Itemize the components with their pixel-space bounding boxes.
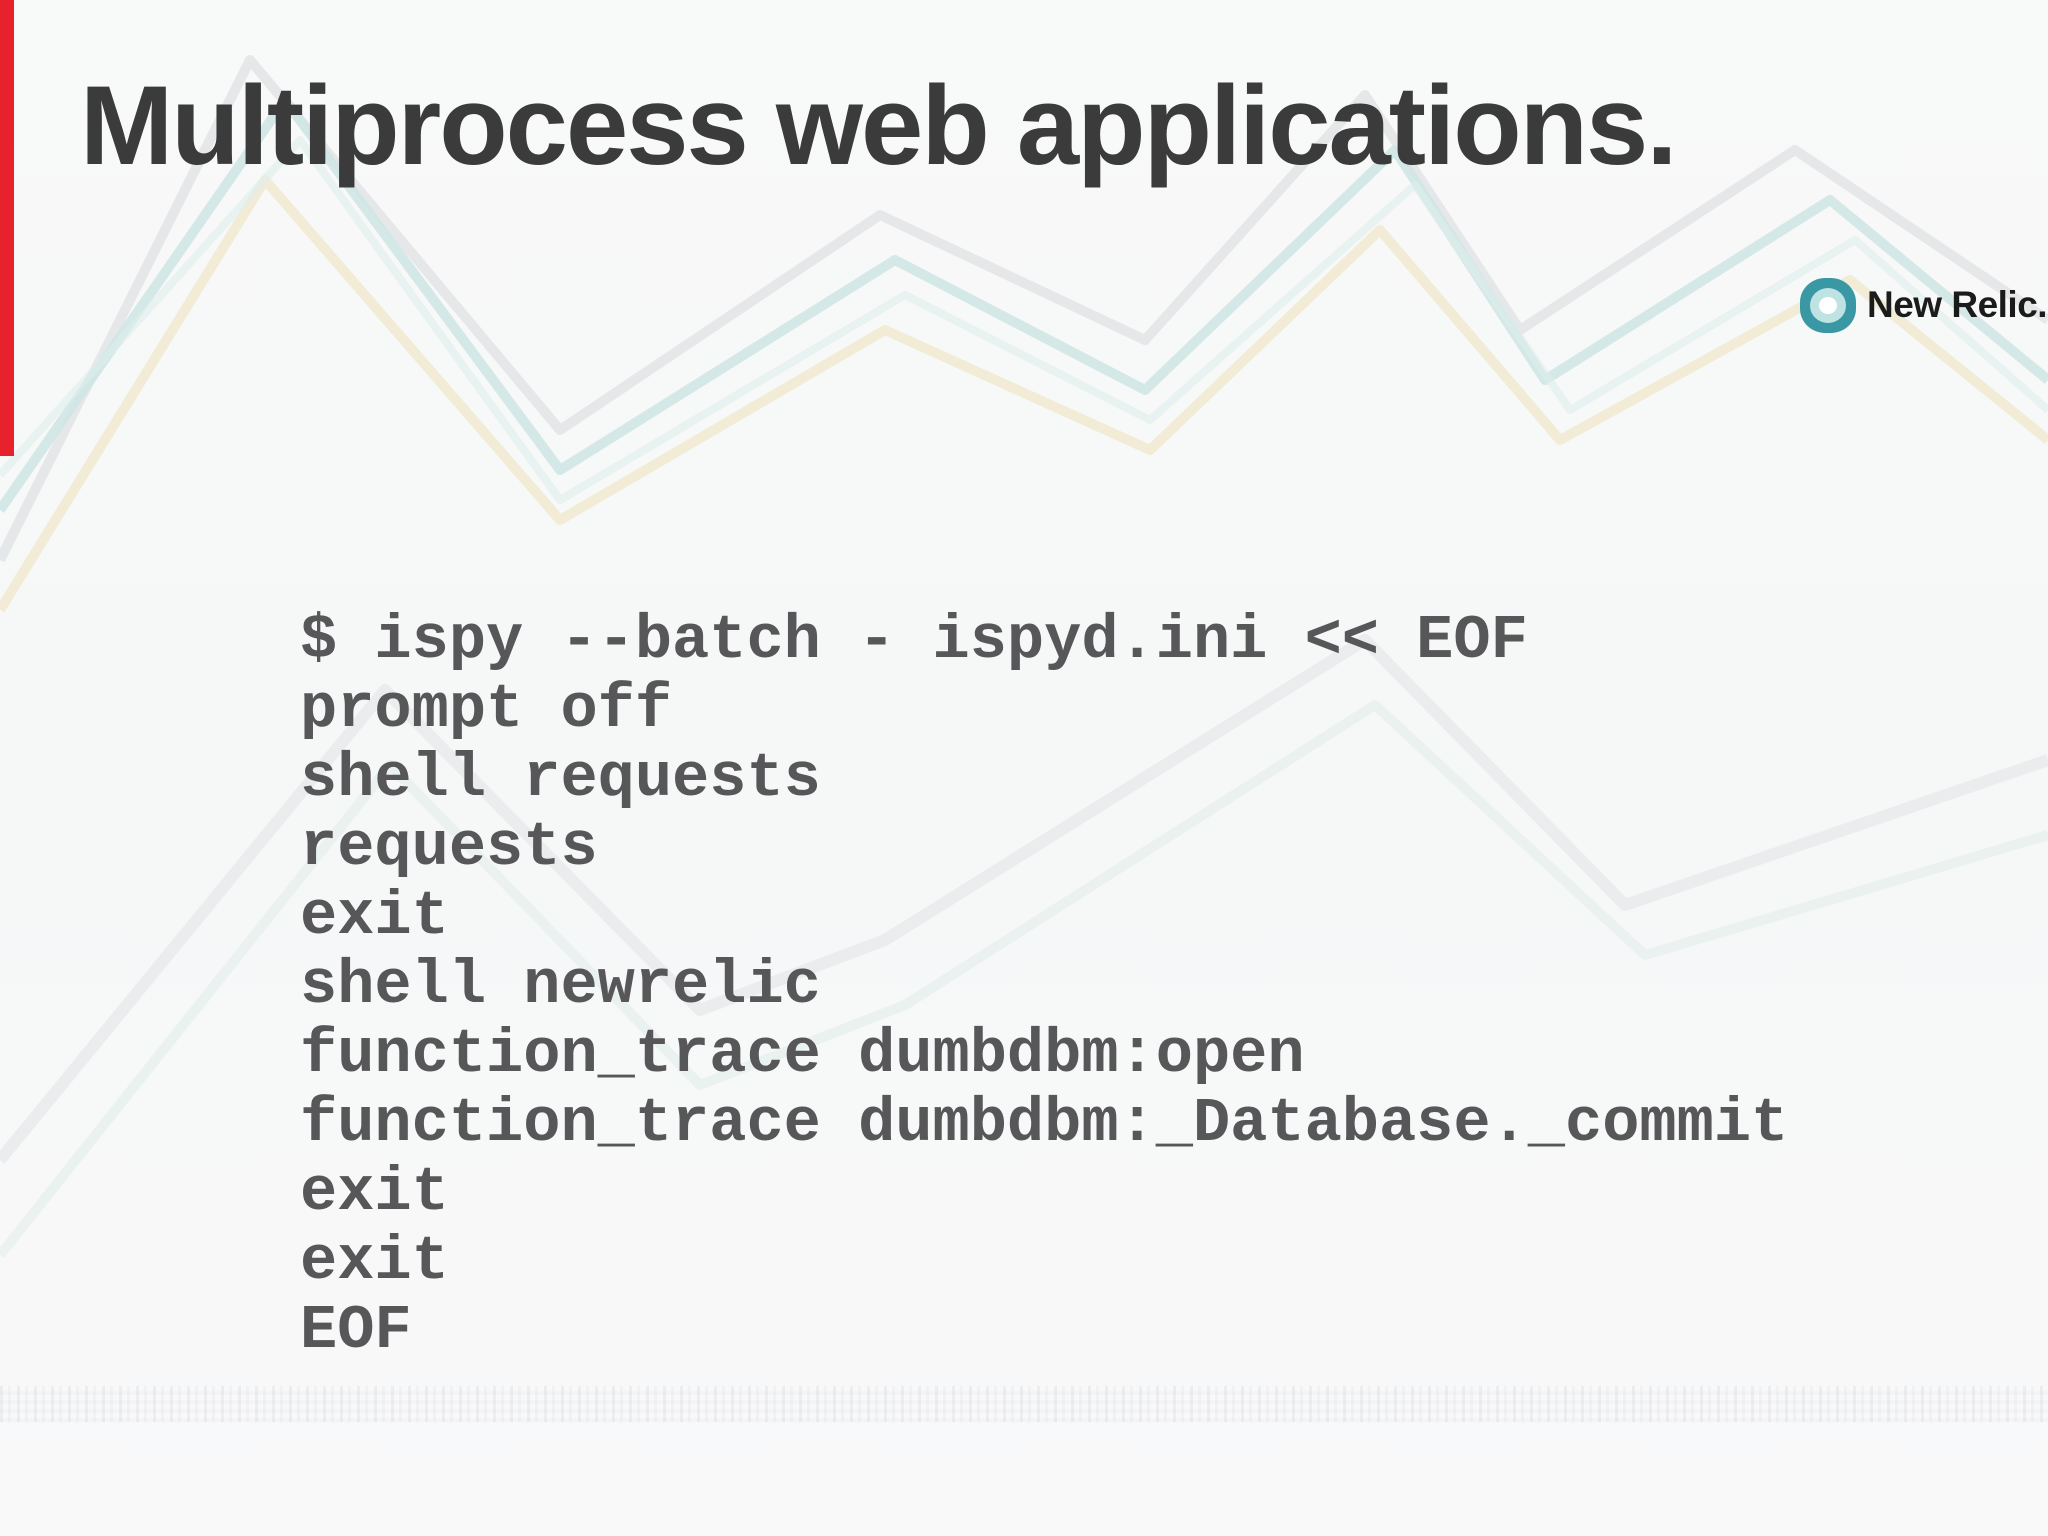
bottom-noise-band (0, 1386, 2048, 1422)
page-title: Multiprocess web applications. (80, 63, 1677, 188)
code-line: shell newrelic (300, 950, 821, 1021)
new-relic-logo-text: New Relic. (1867, 284, 2048, 325)
code-line: function_trace dumbdbm:_Database._commit (300, 1088, 1789, 1159)
code-line: requests (300, 812, 598, 883)
code-line: $ ispy --batch - ispyd.ini << EOF (300, 605, 1528, 676)
code-line: exit (300, 881, 449, 952)
new-relic-logo: New Relic. (1800, 276, 2048, 334)
left-red-strip (0, 0, 14, 456)
code-line: exit (300, 1226, 449, 1297)
code-line: EOF (300, 1295, 412, 1366)
code-line: shell requests (300, 743, 821, 814)
code-line: function_trace dumbdbm:open (300, 1019, 1305, 1090)
new-relic-ring-icon (1819, 296, 1837, 314)
code-line: exit (300, 1157, 449, 1228)
code-line: prompt off (300, 674, 673, 745)
